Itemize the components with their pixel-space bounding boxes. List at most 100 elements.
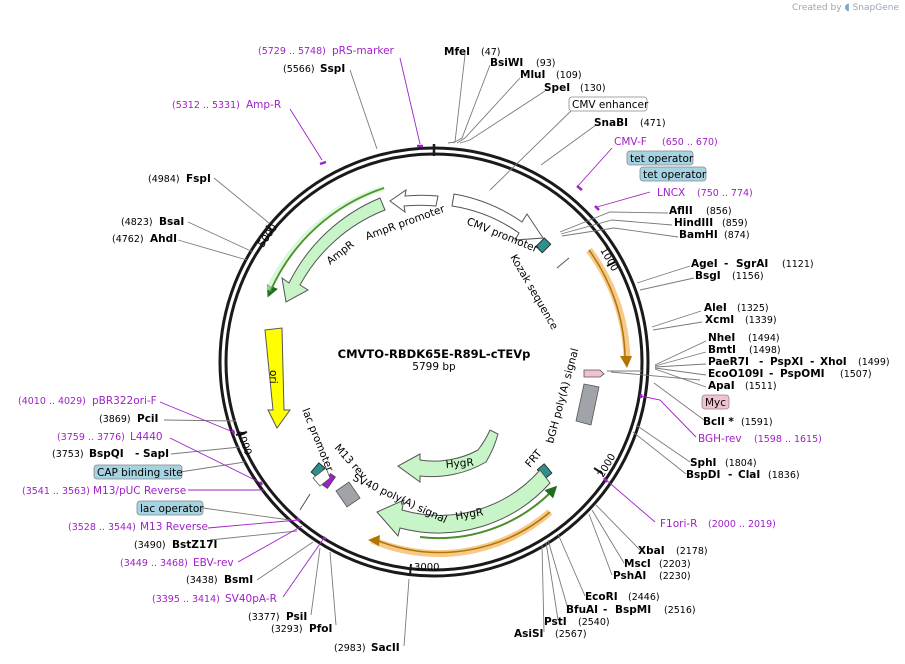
svg-text:(2203): (2203) [659, 559, 691, 570]
sv40-polya-block [335, 481, 361, 508]
svg-text:(1325): (1325) [737, 303, 769, 314]
svg-text:ClaI: ClaI [738, 469, 760, 481]
svg-text:(5566): (5566) [283, 64, 315, 75]
ampr-promoter-arrow [389, 188, 439, 214]
svg-text:PciI: PciI [137, 413, 158, 425]
svg-text:(3377): (3377) [248, 612, 280, 623]
svg-text:(859): (859) [722, 218, 748, 229]
svg-text:EcoRI: EcoRI [585, 591, 618, 603]
feature-label-kozak: Kozak sequence [507, 253, 560, 332]
svg-text:(3759 .. 3776): (3759 .. 3776) [57, 432, 125, 443]
svg-text:ApaI: ApaI [708, 380, 735, 392]
feature-label-hygr-outer: HygR [454, 506, 484, 523]
svg-text:LNCX: LNCX [657, 187, 685, 199]
svg-text:(1498): (1498) [749, 345, 781, 356]
svg-text:XcmI: XcmI [705, 314, 734, 326]
svg-text:(1494): (1494) [748, 333, 780, 344]
svg-text:AgeI: AgeI [691, 258, 718, 270]
svg-text:M13/pUC Reverse: M13/pUC Reverse [93, 485, 186, 497]
svg-text:-: - [810, 356, 814, 368]
svg-text:SnaBI: SnaBI [594, 117, 628, 129]
svg-text:-: - [603, 604, 607, 616]
svg-text:(3395 .. 3414): (3395 .. 3414) [152, 594, 220, 605]
features [231, 144, 643, 558]
svg-text:(874): (874) [724, 230, 750, 241]
svg-text:BspDI: BspDI [686, 469, 720, 481]
svg-text:(2983): (2983) [334, 643, 366, 654]
svg-text:(1339): (1339) [745, 315, 777, 326]
svg-text:(3528 .. 3544): (3528 .. 3544) [68, 522, 136, 533]
svg-text:XhoI: XhoI [820, 356, 847, 368]
svg-text:(3490): (3490) [134, 540, 166, 551]
svg-text:(1836): (1836) [768, 470, 800, 481]
svg-text:MluI: MluI [520, 69, 545, 81]
svg-text:BGH-rev: BGH-rev [698, 433, 742, 445]
svg-text:-: - [728, 469, 732, 481]
svg-text:PstI: PstI [544, 616, 567, 628]
svg-text:CMV-F: CMV-F [614, 136, 647, 148]
svg-text:(1511): (1511) [745, 381, 777, 392]
svg-text:pRS-marker: pRS-marker [332, 45, 395, 57]
enzyme-name: MfeI [444, 46, 470, 58]
svg-text:(130): (130) [580, 83, 606, 94]
svg-text:BspMI: BspMI [615, 604, 651, 616]
svg-text:Myc: Myc [705, 397, 726, 409]
brand-name: SnapGene [852, 3, 899, 13]
svg-text:(1499): (1499) [858, 357, 890, 368]
svg-text:HindIII: HindIII [674, 217, 713, 229]
bgh-polya-block [575, 383, 600, 426]
svg-text:BfuAI: BfuAI [566, 604, 598, 616]
feature-label-m13rev: M13 rev [332, 442, 369, 482]
svg-text:PspOMI: PspOMI [780, 368, 825, 380]
feature-label-hygr-inner: HygR [445, 457, 474, 471]
svg-text:(2000 .. 2019): (2000 .. 2019) [708, 519, 776, 530]
svg-text:PsiI: PsiI [286, 611, 307, 623]
svg-text:-: - [135, 448, 139, 460]
svg-text:FspI: FspI [186, 173, 211, 185]
svg-text:(1121): (1121) [782, 259, 814, 270]
tick-label-3000: 3000 [414, 562, 439, 573]
svg-text:BsaI: BsaI [159, 216, 184, 228]
svg-text:(1591): (1591) [741, 417, 773, 428]
snapgene-brand: Created by ◖ SnapGene [792, 2, 899, 13]
svg-text:(2178): (2178) [676, 546, 708, 557]
svg-text:pBR322ori-F: pBR322ori-F [92, 395, 157, 407]
feature-label-ori: ori [267, 370, 279, 384]
enzyme-labels-right: MfeI (47) BsiWI (93) MluI (109) SpeI (13… [444, 46, 890, 640]
svg-text:SspI: SspI [320, 63, 345, 75]
primer-labels: (5729 .. 5748) pRS-marker (5312 .. 5331)… [18, 45, 822, 605]
kozak-marker [535, 237, 552, 254]
svg-text:SapI: SapI [143, 448, 169, 460]
svg-text:XbaI: XbaI [638, 545, 665, 557]
svg-text:BamHI: BamHI [679, 229, 718, 241]
svg-text:CAP binding site: CAP binding site [97, 467, 183, 479]
svg-text:(4984): (4984) [148, 174, 180, 185]
svg-text:(1507): (1507) [840, 369, 872, 380]
svg-text:SphI: SphI [690, 457, 716, 469]
svg-text:(1156): (1156) [732, 271, 764, 282]
ampr-arrow [281, 197, 386, 303]
leader-lines [163, 54, 707, 647]
svg-text:(2230): (2230) [659, 571, 691, 582]
svg-text:(4010 .. 4029): (4010 .. 4029) [18, 396, 86, 407]
enzyme-pos: (47) [481, 47, 501, 58]
svg-text:(856): (856) [706, 206, 732, 217]
svg-text:BspQI: BspQI [89, 448, 124, 460]
svg-text:(2446): (2446) [628, 592, 660, 603]
plasmid-length: 5799 bp [412, 361, 456, 373]
svg-text:SV40pA-R: SV40pA-R [225, 593, 277, 605]
svg-text:-: - [769, 368, 773, 380]
svg-text:(5729 .. 5748): (5729 .. 5748) [258, 46, 326, 57]
svg-text:PspXI: PspXI [770, 356, 803, 368]
plasmid-name: CMVTO-RBDK65E-R89L-cTEVp [338, 347, 531, 361]
svg-text:(93): (93) [536, 58, 556, 69]
svg-text:NheI: NheI [708, 332, 735, 344]
svg-text:BmtI: BmtI [708, 344, 736, 356]
svg-text:(2567): (2567) [555, 629, 587, 640]
svg-text:(109): (109) [556, 70, 582, 81]
svg-text:Amp-R: Amp-R [246, 99, 281, 111]
svg-text:(1804): (1804) [725, 458, 757, 469]
hygr-inner-arrow [397, 429, 499, 483]
svg-text:(3541 .. 3563): (3541 .. 3563) [22, 486, 90, 497]
svg-text:PfoI: PfoI [309, 623, 332, 635]
